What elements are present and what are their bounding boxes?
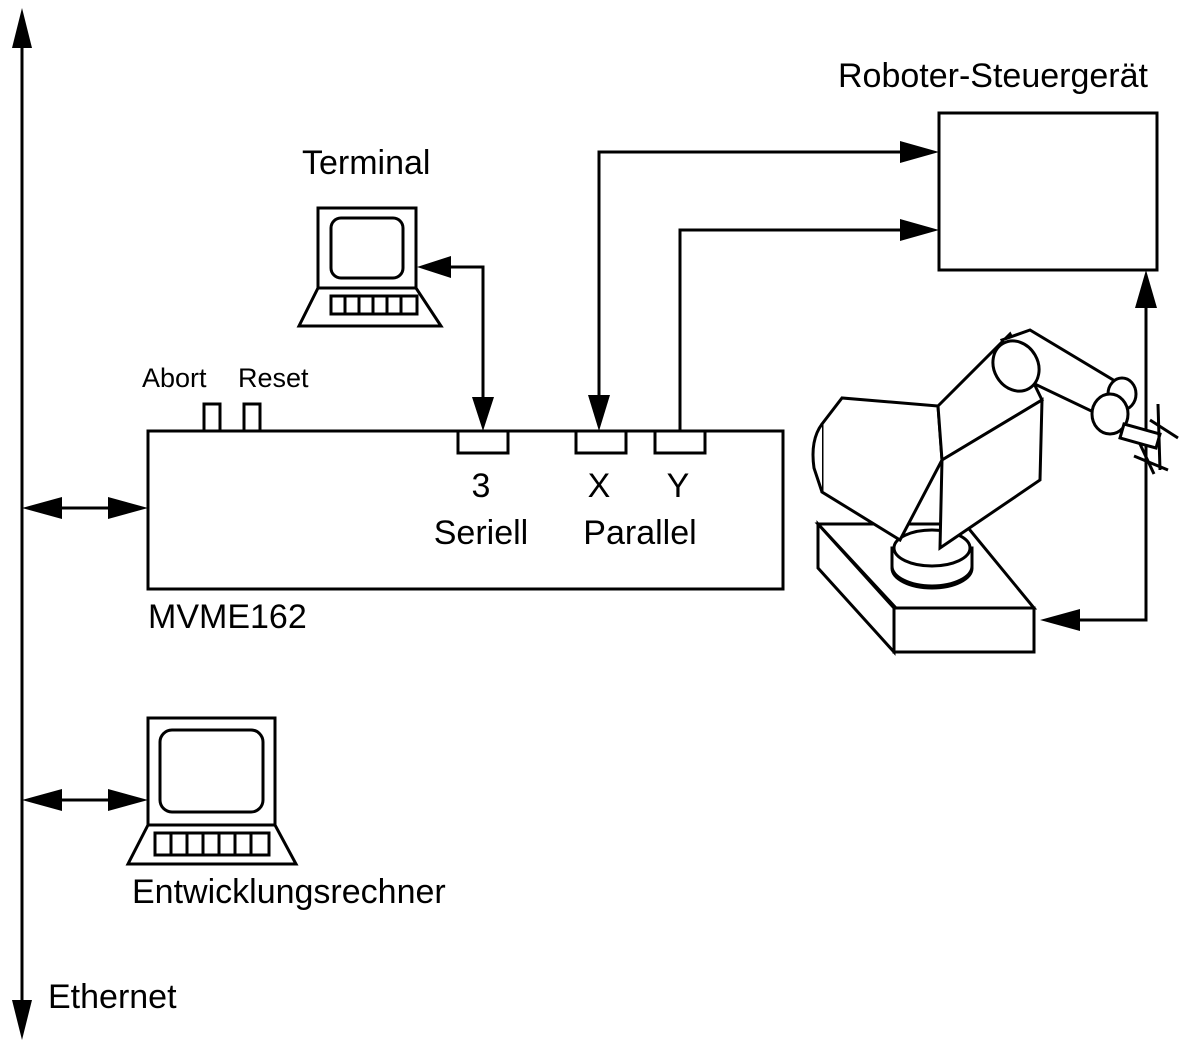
robot-controller-label: Roboter-Steuergerät <box>838 57 1149 95</box>
controller-robot-link <box>1040 270 1157 631</box>
bus-board-link <box>22 497 148 519</box>
port-y-label: Y <box>667 467 690 505</box>
robot-controller-box <box>939 113 1157 270</box>
reset-button <box>244 404 260 431</box>
reset-label: Reset <box>238 363 309 393</box>
parallel-port-x <box>576 431 626 453</box>
abort-label: Abort <box>142 363 207 393</box>
terminal-label: Terminal <box>302 144 430 182</box>
ethernet-bus <box>12 8 32 1040</box>
terminal-serial-link <box>417 256 494 431</box>
parallel-port-y <box>655 431 705 453</box>
serial-label: Seriell <box>434 514 528 552</box>
robot-arm-icon <box>813 330 1178 652</box>
bus-computer-link <box>22 789 148 811</box>
port-3-label: 3 <box>472 467 491 505</box>
dev-computer-label: Entwicklungsrechner <box>132 873 446 911</box>
abort-button <box>204 404 220 431</box>
port-x-controller-link <box>588 141 939 431</box>
ethernet-arrow-down <box>12 1000 32 1040</box>
ethernet-label: Ethernet <box>48 978 177 1016</box>
mvme162-board <box>148 431 783 589</box>
port-x-label: X <box>588 467 611 505</box>
ethernet-arrow-up <box>12 8 32 48</box>
port-y-controller-link <box>680 219 939 431</box>
serial-port-3 <box>458 431 508 453</box>
development-computer-icon <box>128 718 296 864</box>
parallel-label: Parallel <box>583 514 696 552</box>
board-label: MVME162 <box>148 598 307 636</box>
